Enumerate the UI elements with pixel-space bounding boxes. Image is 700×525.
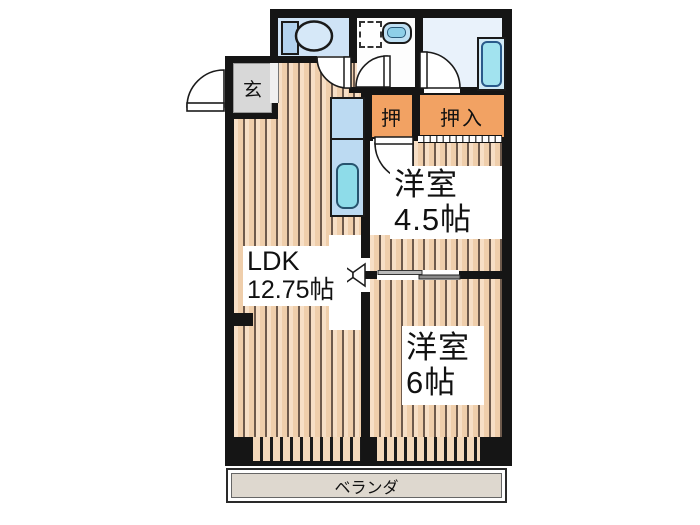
ldk-label: LDK	[247, 246, 300, 277]
western-room-6-size-label: 6帖	[406, 364, 457, 400]
closet-oshi: 押	[370, 93, 414, 139]
kitchen-counter-upper-icon	[330, 97, 365, 144]
western-room-6-label: 洋室	[406, 330, 470, 366]
wall-ldk-nub	[234, 313, 253, 326]
western-room-45-size-label: 4.5帖	[394, 201, 473, 237]
washbasin-bowl-icon	[387, 27, 406, 38]
washbasin-icon	[382, 22, 412, 44]
wall-right	[502, 9, 512, 463]
wall-left	[225, 56, 234, 463]
wall-corner-bottom-right	[480, 437, 512, 463]
wall-below-washroom	[349, 87, 424, 93]
wall-corner-bottom-mid	[361, 437, 377, 463]
genkan-step	[270, 63, 279, 103]
wall-toilet-bottom	[270, 56, 317, 63]
ldk-size-label: 12.75帖	[247, 276, 335, 305]
sliding-door-panel-2-icon	[418, 274, 461, 280]
bathtub-icon	[477, 37, 506, 91]
wall-top	[270, 9, 512, 18]
wall-genkan-bottom	[225, 111, 278, 119]
wall-closet-divider	[410, 93, 418, 141]
genkan-area: 玄	[233, 63, 272, 113]
washing-machine-space-icon	[359, 21, 382, 48]
sliding-door-panel-1-icon	[377, 270, 423, 275]
kitchen-sink-icon	[336, 163, 359, 209]
room45-door-leaf-icon	[374, 136, 414, 145]
folding-door-bowtie-right-icon	[352, 262, 366, 288]
entrance-door-leaf-icon	[186, 102, 225, 112]
bathroom-door-swing-icon	[423, 51, 461, 89]
wall-corner-bottom-left	[230, 437, 253, 463]
wall-below-oshi-left	[361, 135, 373, 141]
bathroom-door-leaf-icon	[419, 51, 428, 89]
closet-oshiire-sliding-front	[418, 135, 502, 143]
wall-bottom-edge	[225, 461, 512, 466]
veranda-inner: ベランダ	[231, 473, 502, 498]
wall-toilet-left	[270, 9, 278, 63]
washroom-door-leaf-icon	[383, 55, 391, 88]
veranda: ベランダ	[226, 468, 507, 503]
western-room-6-window	[377, 437, 480, 461]
wall-genkan-top	[225, 56, 283, 63]
wall-washroom-bathroom	[415, 9, 423, 93]
washroom-door-swing-icon	[355, 55, 388, 88]
closet-oshiire-label: 押入	[440, 107, 484, 130]
wall-room-divider-right	[459, 271, 502, 279]
wall-main-vertical-upper	[361, 87, 370, 258]
wall-toilet-washroom	[349, 9, 357, 63]
closet-oshiire: 押入	[418, 93, 506, 139]
bathtub-inner-icon	[481, 41, 502, 87]
western-room-6-label-box: 洋室 6帖	[402, 326, 484, 405]
western-room-45-label: 洋室	[394, 167, 458, 203]
ldk-window	[253, 437, 361, 461]
western-room-45-label-box: 洋室 4.5帖	[390, 166, 502, 239]
toilet-bowl-icon	[294, 20, 334, 52]
entrance-door-swing-icon	[186, 69, 225, 108]
toilet-door-leaf-icon	[343, 56, 352, 89]
genkan-label: 玄	[242, 79, 262, 101]
ldk-label-box: LDK 12.75帖	[243, 246, 347, 306]
veranda-label: ベランダ	[334, 479, 399, 497]
kitchen-counter-lower-icon	[330, 138, 365, 217]
wall-genkan-step-corner	[270, 103, 278, 119]
closet-oshi-label: 押	[381, 107, 403, 130]
wall-main-vertical-lower	[361, 292, 370, 437]
wall-room-divider-left	[361, 271, 377, 279]
wall-below-oshi-right	[413, 135, 418, 141]
